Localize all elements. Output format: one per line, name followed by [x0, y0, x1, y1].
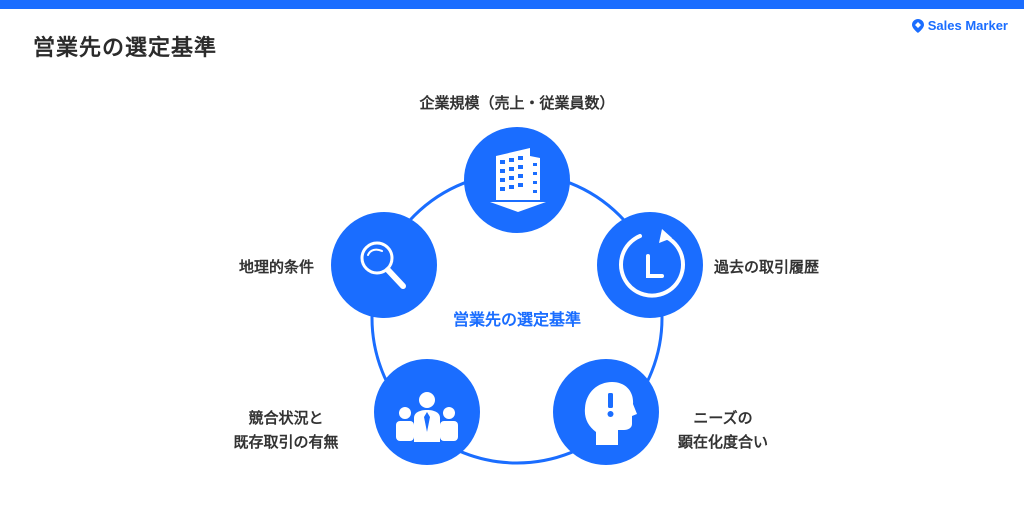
people-group-icon [396, 392, 458, 442]
label-company-size: 企業規模（売上・従業員数） [419, 91, 614, 115]
sales-marker-logo: Sales Marker [911, 18, 1008, 33]
magnifier-icon [360, 241, 406, 289]
label-geography: 地理的条件 [239, 255, 314, 279]
label-needs: ニーズの 顕在化度合い [678, 406, 768, 454]
label-line: 地理的条件 [238, 258, 314, 276]
label-line: 過去の取引履歴 [714, 258, 820, 276]
page-title: 営業先の選定基準 [33, 36, 218, 61]
label-line: 企業規模（売上・従業員数） [419, 94, 615, 112]
criteria-node-needs [553, 359, 659, 465]
head-exclamation-icon [584, 382, 637, 445]
label-transaction-history: 過去の取引履歴 [714, 255, 819, 279]
criteria-node-transaction-history [597, 212, 703, 318]
label-line: 競合状況と [248, 409, 324, 427]
clock-icon [619, 234, 685, 298]
diagram-center-label: 営業先の選定基準 [452, 310, 582, 329]
criteria-node-company-size [464, 127, 570, 233]
location-pin-logo-icon [911, 18, 924, 33]
criteria-node-competition [374, 359, 480, 465]
label-line: 顕在化度合い [677, 433, 769, 451]
top-accent-bar [0, 0, 1024, 9]
building-icon [490, 148, 546, 212]
criteria-node-geography [331, 212, 437, 318]
label-competition: 競合状況と 既存取引の有無 [233, 406, 338, 454]
label-line: 既存取引の有無 [233, 433, 339, 451]
logo-text: Sales Marker [927, 18, 1008, 33]
label-line: ニーズの [693, 409, 753, 427]
